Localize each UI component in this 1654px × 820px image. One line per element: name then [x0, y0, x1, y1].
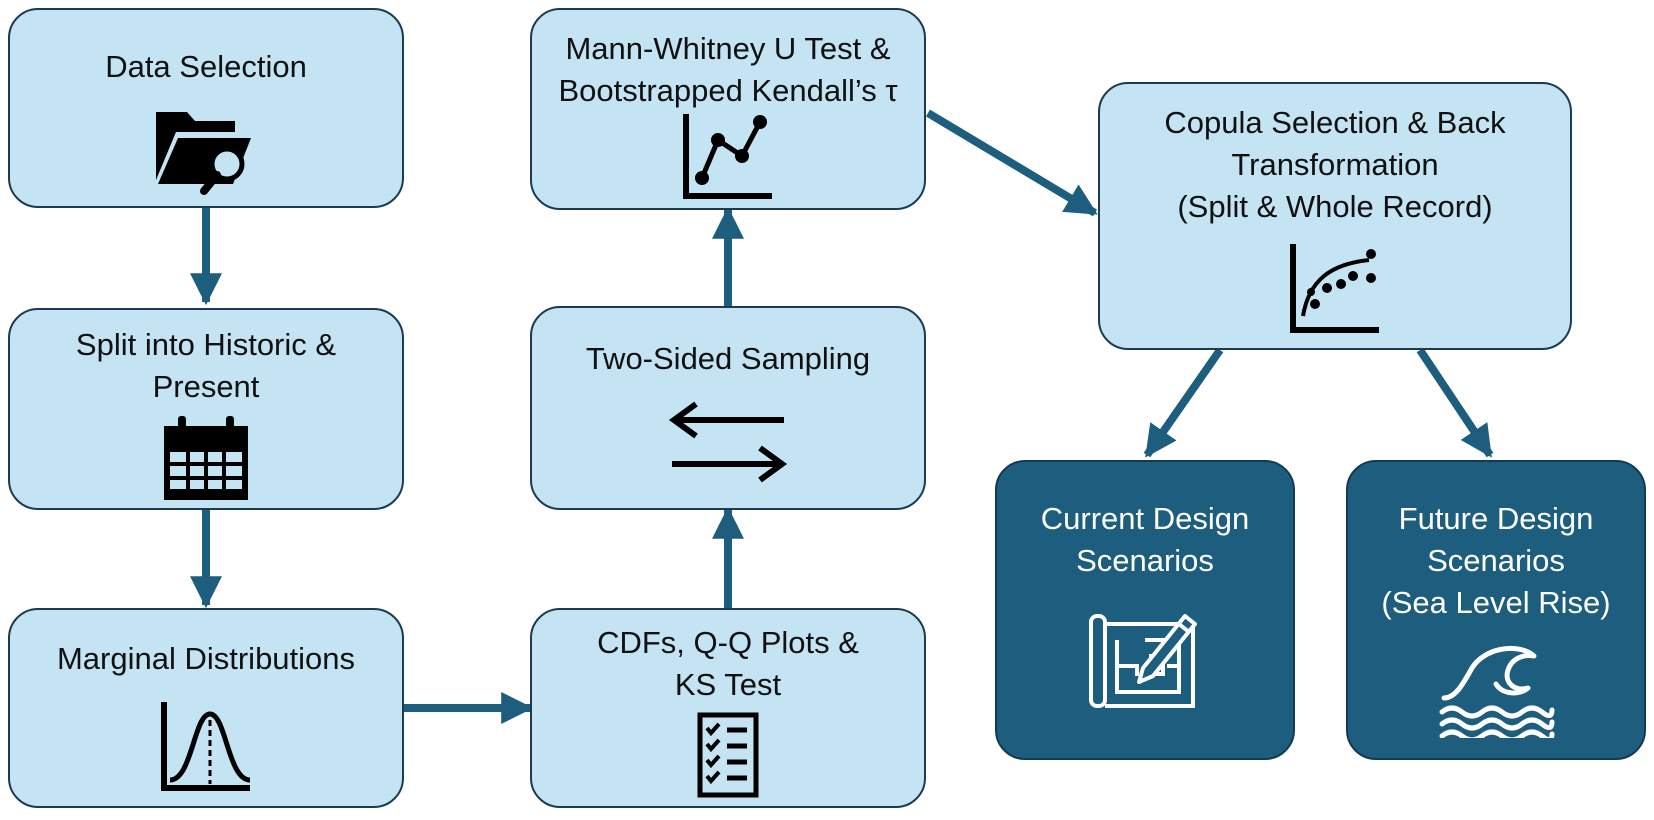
blueprint-pencil-icon: [1089, 614, 1197, 708]
current-label-line-2: Scenarios: [1076, 543, 1214, 578]
folder-search-icon: [156, 112, 251, 195]
copula-label-line-1: Copula Selection & Back: [1164, 105, 1506, 140]
future-label-line-2: Scenarios: [1427, 543, 1565, 578]
bell-curve-icon: [161, 702, 251, 791]
wave-icon: [1439, 645, 1555, 738]
data-selection-label: Data Selection: [105, 49, 307, 84]
data-selection-box: Data Selection: [8, 8, 404, 208]
line-chart-icon: [683, 114, 772, 199]
mann-whitney-kendall-box: Mann-Whitney U Test & Bootstrapped Kenda…: [530, 8, 926, 210]
cdfs-label-line-2: KS Test: [674, 667, 782, 702]
calendar-icon: [164, 416, 248, 500]
future-label-line-1: Future Design: [1398, 501, 1594, 536]
split-historic-present-box: Split into Historic & Present: [8, 308, 404, 510]
cdfs-qq-ks-box: CDFs, Q-Q Plots & KS Test: [530, 608, 926, 808]
arrow-copula-to-future: [1416, 347, 1494, 458]
split-label-line-1: Split into Historic &: [75, 327, 337, 362]
copula-label-line-2: Transformation: [1231, 147, 1439, 182]
split-label-line-2: Present: [152, 369, 260, 404]
copula-label-line-3: (Split & Whole Record): [1177, 189, 1493, 224]
cdfs-label-line-1: CDFs, Q-Q Plots &: [597, 625, 859, 660]
future-design-scenarios-box: Future Design Scenarios (Sea Level Rise): [1346, 460, 1646, 760]
future-label-line-3: (Sea Level Rise): [1381, 585, 1611, 620]
current-label-line-1: Current Design: [1040, 501, 1250, 536]
mann-whitney-label-line-2: Bootstrapped Kendall’s τ: [558, 73, 898, 108]
arrow-copula-to-current: [1143, 347, 1224, 458]
two-sided-sampling-box: Two-Sided Sampling: [530, 306, 926, 510]
arrow-mann-whitney-to-copula: [925, 109, 1098, 217]
two-sided-label: Two-Sided Sampling: [585, 341, 871, 376]
mann-whitney-label-line-1: Mann-Whitney U Test &: [565, 31, 891, 66]
scatter-curve-icon: [1290, 244, 1379, 333]
checklist-icon: [697, 712, 759, 798]
current-design-scenarios-box: Current Design Scenarios: [995, 460, 1295, 760]
marginal-label: Marginal Distributions: [56, 641, 356, 676]
copula-selection-box: Copula Selection & Back Transformation (…: [1098, 82, 1572, 350]
marginal-distributions-box: Marginal Distributions: [8, 608, 404, 808]
exchange-arrows-icon: [668, 401, 788, 483]
